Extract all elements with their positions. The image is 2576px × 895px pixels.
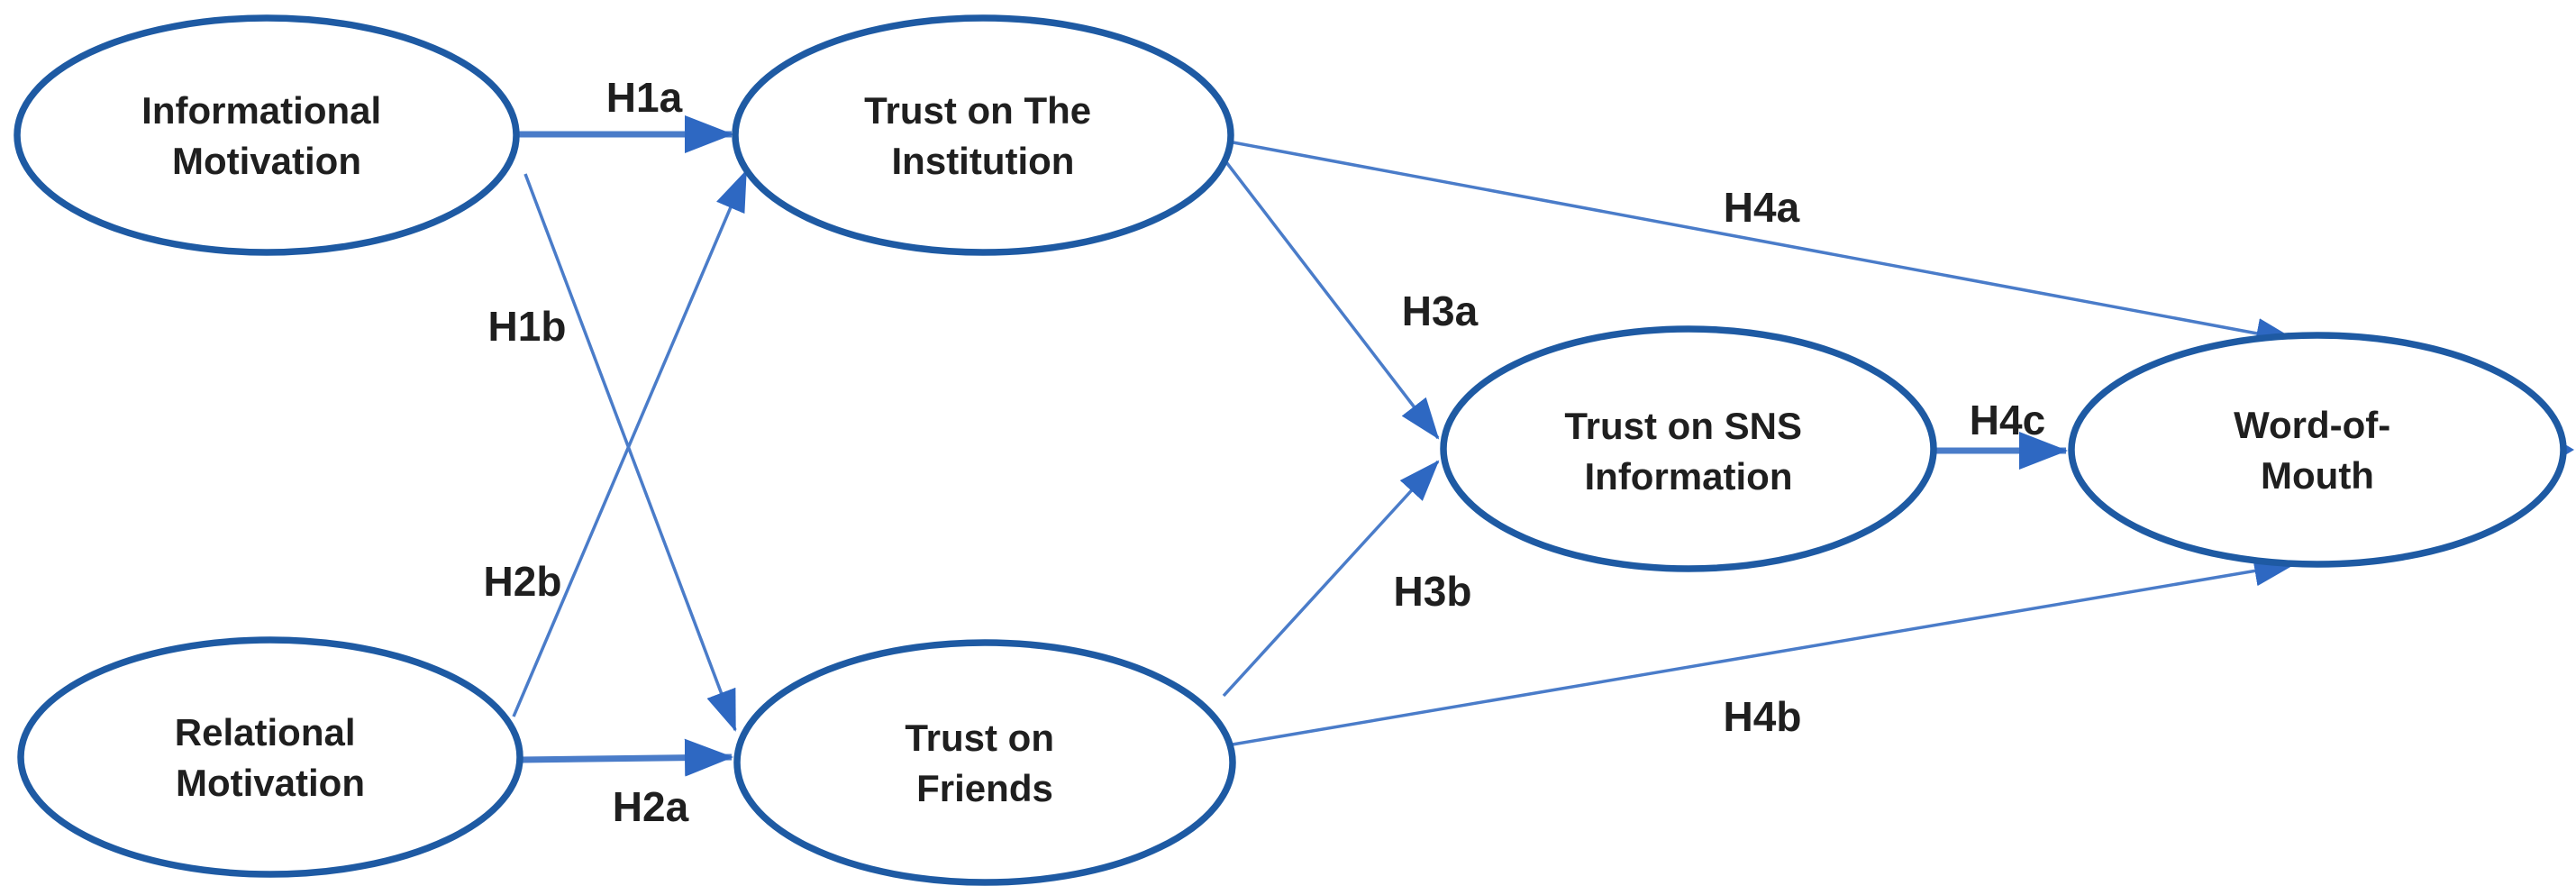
hypothesis-label-h1a: H1a — [606, 74, 683, 121]
node-trust-institution: Trust on The Institution — [732, 14, 1234, 256]
hypothesis-label-h2a: H2a — [613, 783, 689, 830]
hypothesis-label-h4c: H4c — [1970, 397, 2045, 443]
word-of-mouth-label: Word-of- Mouth — [2234, 404, 2401, 497]
edge-h4b — [1232, 555, 2296, 746]
trust-sns-information-label: Trust on SNS Information — [1564, 405, 1812, 498]
hypothesis-label-h4a: H4a — [1724, 184, 1800, 231]
relational-motivation-label: Relational Motivation — [175, 711, 366, 804]
edge-h2a — [519, 738, 733, 777]
relational-motivation-ellipse — [17, 636, 523, 878]
trust-friends-label: Trust on Friends — [905, 717, 1064, 809]
hypothesis-labels: H1a H1b H2a H2b H3a H3b H4a H4b H4c — [484, 74, 2046, 830]
hypothesis-label-h4b: H4b — [1724, 693, 1802, 740]
edge-h4a — [1227, 140, 2298, 349]
node-trust-friends: Trust on Friends — [733, 639, 1236, 886]
edge-h2b — [512, 169, 748, 717]
hypothesis-label-h2b: H2b — [484, 558, 562, 605]
nodes: Informational Motivation Relational Moti… — [14, 14, 2567, 886]
word-of-mouth-ellipse — [2068, 332, 2567, 568]
node-informational-motivation: Informational Motivation — [14, 14, 520, 256]
edge-h3a — [1222, 157, 1440, 440]
trust-institution-label: Trust on The Institution — [864, 89, 1102, 182]
node-trust-sns-information: Trust on SNS Information — [1440, 325, 1937, 572]
node-word-of-mouth: Word-of- Mouth — [2068, 332, 2567, 568]
hypothesis-label-h1b: H1b — [488, 303, 567, 350]
informational-motivation-label: Informational Motivation — [141, 89, 392, 182]
trust-friends-ellipse — [733, 639, 1236, 886]
trust-sns-information-ellipse — [1440, 325, 1937, 572]
hypothesis-label-h3a: H3a — [1402, 288, 1479, 334]
informational-motivation-ellipse — [14, 14, 520, 256]
edge-h3b — [1222, 460, 1440, 698]
node-relational-motivation: Relational Motivation — [17, 636, 523, 878]
edge-h1b — [523, 173, 737, 732]
hypothesis-label-h3b: H3b — [1394, 568, 1472, 615]
trust-institution-ellipse — [732, 14, 1234, 256]
